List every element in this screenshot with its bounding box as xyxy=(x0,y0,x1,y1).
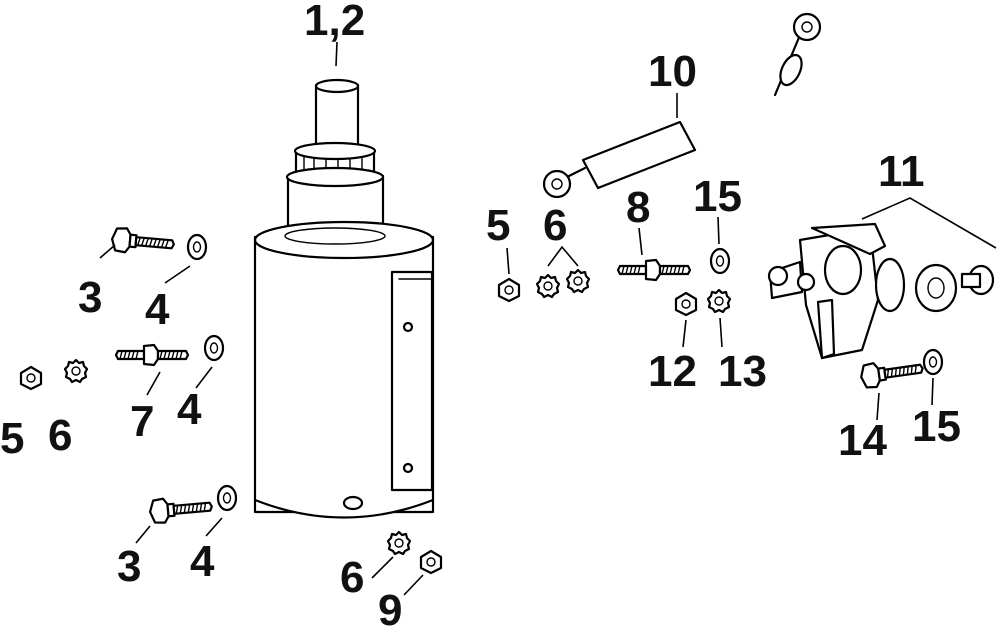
callout-15-upper: 15 xyxy=(693,172,742,221)
callout-10: 10 xyxy=(648,47,697,96)
leader-lines xyxy=(99,41,997,596)
washer-4-lower xyxy=(216,484,238,512)
nut-9 xyxy=(419,549,443,575)
callout-7: 7 xyxy=(130,397,154,446)
callout-3-lower: 3 xyxy=(117,542,141,591)
battery-cable xyxy=(542,12,822,199)
callout-3-upper: 3 xyxy=(78,273,102,322)
washer-4-middle xyxy=(203,334,225,362)
callout-1-2: 1,2 xyxy=(304,0,365,45)
bolt-3-lower xyxy=(147,493,214,525)
lockwasher-13 xyxy=(706,288,732,314)
callout-9: 9 xyxy=(378,586,402,627)
callout-4-middle: 4 xyxy=(177,385,202,434)
lockwasher-6-right-a xyxy=(535,273,561,299)
nut-5-right xyxy=(497,277,521,303)
washer-15-lower xyxy=(922,348,944,376)
stud-8 xyxy=(616,258,692,282)
bolt-3-upper xyxy=(109,226,176,258)
lockwasher-6-right-b xyxy=(565,268,591,294)
washer-15-upper xyxy=(709,247,731,275)
nut-5-left xyxy=(19,365,43,391)
callout-15-lower: 15 xyxy=(912,402,961,451)
callout-6-right: 6 xyxy=(543,201,567,250)
solenoid xyxy=(767,222,995,360)
callout-14: 14 xyxy=(838,416,887,465)
callout-13: 13 xyxy=(718,347,767,396)
nut-12 xyxy=(674,291,698,317)
washer-4-upper xyxy=(186,233,208,261)
lockwasher-6-left xyxy=(63,358,89,384)
callout-8: 8 xyxy=(626,183,650,232)
stud-7 xyxy=(114,343,190,367)
bolt-14 xyxy=(858,355,926,391)
callout-labels: 1,2 3 4 5 6 7 4 3 4 6 9 10 5 6 8 15 11 1… xyxy=(0,0,961,627)
lockwasher-6-bottom xyxy=(386,530,412,556)
callout-5-left: 5 xyxy=(0,414,24,463)
starter-motor xyxy=(253,78,435,519)
callout-5-right: 5 xyxy=(486,201,510,250)
callout-4-upper: 4 xyxy=(145,285,170,334)
callout-11: 11 xyxy=(878,147,925,196)
callout-12: 12 xyxy=(648,347,697,396)
callout-6-bottom: 6 xyxy=(340,553,364,602)
callout-6-left: 6 xyxy=(48,411,72,460)
callout-4-lower: 4 xyxy=(190,537,215,586)
